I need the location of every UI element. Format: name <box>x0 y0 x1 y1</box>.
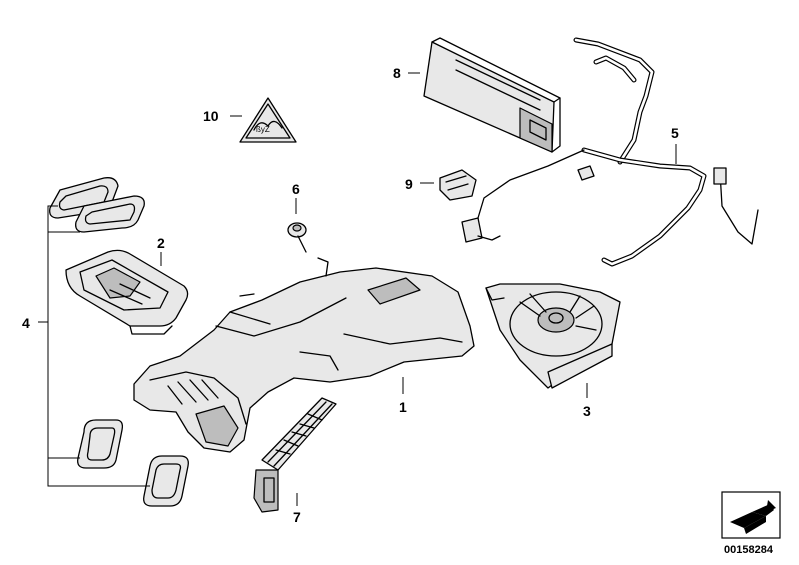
seal-kit-part <box>49 177 189 507</box>
callout-4: 4 <box>22 315 30 331</box>
vent-housing-part <box>65 249 189 335</box>
callout-5: 5 <box>671 125 679 141</box>
heater-element-part <box>253 397 337 513</box>
callout-10: 10 <box>203 108 219 124</box>
callout-6: 6 <box>292 181 300 197</box>
control-module-part <box>423 37 561 153</box>
callout-8: 8 <box>393 65 401 81</box>
parts-reference-icon <box>721 491 781 539</box>
callout-3: 3 <box>583 403 591 419</box>
svg-text:ßyZ: ßyZ <box>256 125 270 134</box>
sensor-part <box>287 222 307 253</box>
callout-9: 9 <box>405 176 413 192</box>
wiring-harness-part <box>461 37 759 267</box>
callout-2: 2 <box>157 235 165 251</box>
connector-module-part <box>439 169 477 201</box>
warning-label-part: ßyZ <box>239 97 297 143</box>
document-number: 00158284 <box>724 544 774 556</box>
callout-7: 7 <box>293 509 301 525</box>
callout-1: 1 <box>399 399 407 415</box>
blower-motor-part <box>485 283 621 389</box>
air-duct-part <box>133 257 475 453</box>
leader-lines <box>38 72 677 506</box>
